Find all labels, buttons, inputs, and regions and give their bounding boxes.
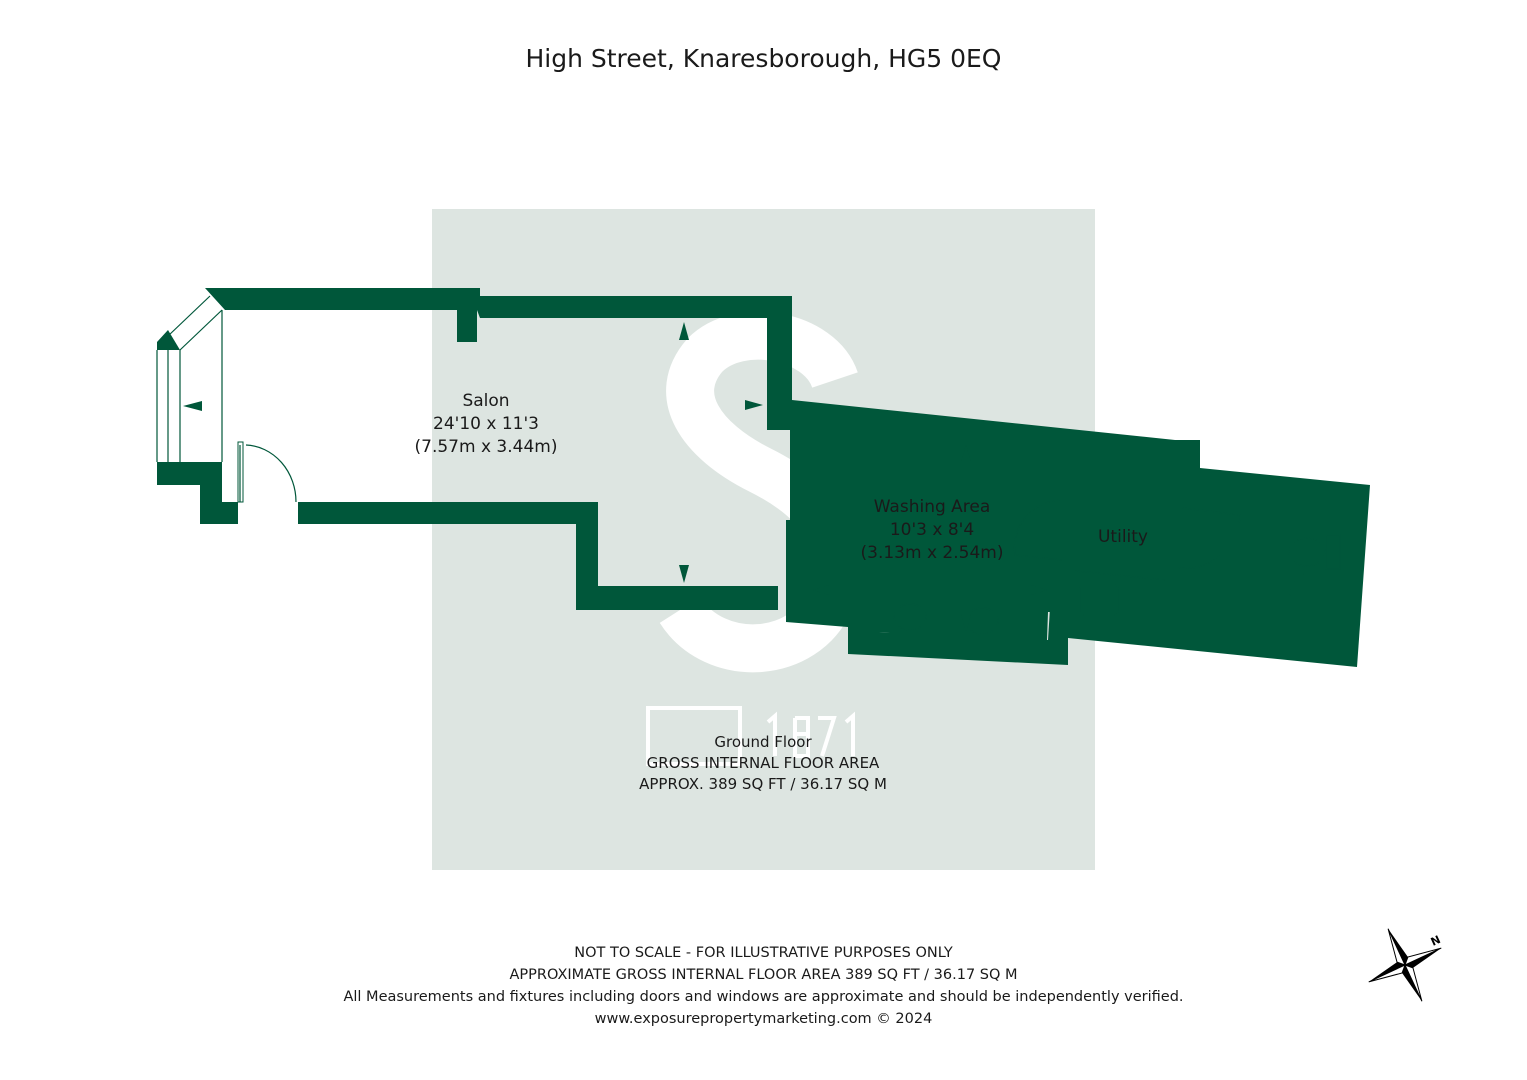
dimension-arrows: [183, 322, 1048, 632]
room-label-utility: Utility: [1097, 527, 1149, 547]
room-label-salon: Salon 24'10 x 11'3 (7.57m x 3.44m): [414, 391, 558, 457]
plan-title: High Street, Knaresborough, HG5 0EQ: [525, 44, 1002, 73]
floor-area-summary: Ground Floor GROSS INTERNAL FLOOR AREA A…: [639, 733, 887, 793]
utility-partition: [1165, 565, 1173, 625]
wc-door: [1177, 507, 1241, 570]
bay-corner: [157, 330, 180, 350]
entrance-door: [239, 444, 297, 503]
bay-wall: [157, 462, 238, 524]
website-link[interactable]: www.exposurepropertymarketing.com © 2024: [594, 1011, 933, 1027]
watermark-letter-shape: [659, 311, 861, 673]
salon-bottom-wall: [298, 502, 778, 610]
footer-disclaimer: NOT TO SCALE - FOR ILLUSTRATIVE PURPOSES…: [0, 942, 1527, 1030]
watermark-logo: [646, 311, 861, 766]
watermark-est-box: [646, 706, 742, 766]
sink: [1079, 584, 1119, 616]
walls: [157, 288, 1370, 667]
salon-pillar: [457, 308, 477, 342]
toilet: [1288, 537, 1326, 567]
windows-doors: [156, 295, 1341, 635]
room-label-washing-area: Washing Area 10'3 x 8'4 (3.13m x 2.54m): [860, 497, 1004, 563]
compass-rose-icon: [1368, 928, 1442, 1002]
washing-door: [1013, 499, 1063, 561]
watermark-year-shape: [766, 711, 855, 758]
basin-1: [893, 603, 927, 631]
